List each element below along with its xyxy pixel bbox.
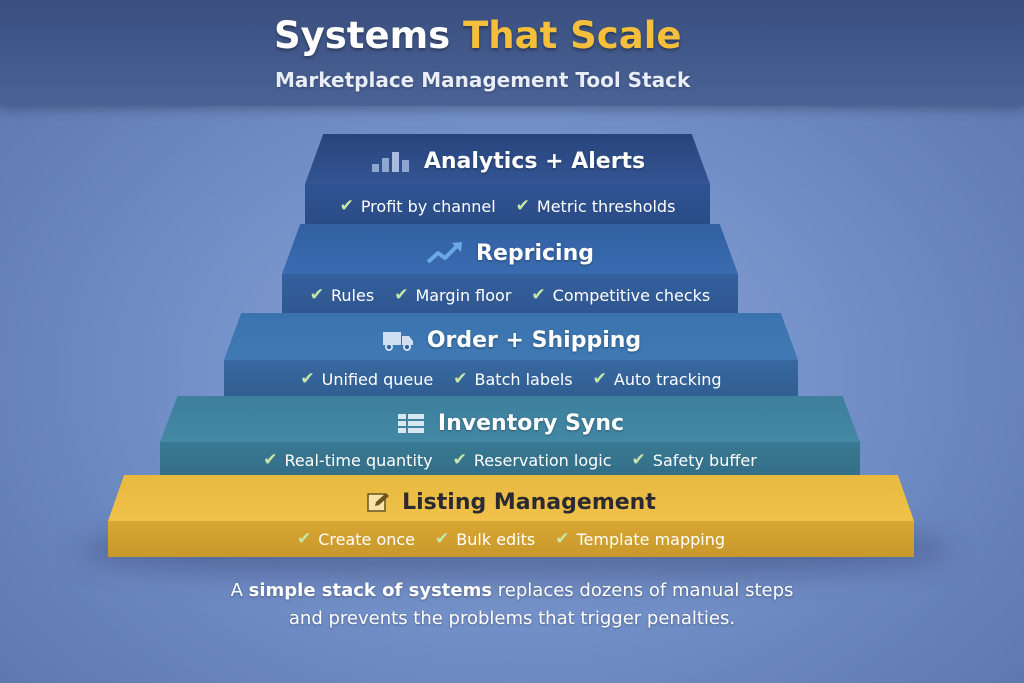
tier-analytics-items: ✔ Profit by channel ✔ Metric thresholds bbox=[305, 194, 710, 218]
item-label: Batch labels bbox=[474, 369, 573, 389]
tier-analytics-top bbox=[305, 134, 710, 184]
item-label: Reservation logic bbox=[473, 450, 612, 470]
page-title: Systems That Scale bbox=[274, 14, 682, 57]
tier-analytics: Analytics + Alerts ✔ Profit by channel ✔ M… bbox=[305, 134, 710, 226]
check-icon: ✔ bbox=[394, 285, 409, 305]
edit-icon bbox=[366, 491, 390, 513]
list-item: ✔ Margin floor bbox=[394, 285, 511, 305]
tier-order-shipping-top bbox=[224, 313, 798, 360]
list-item: ✔ Bulk edits bbox=[435, 529, 535, 549]
list-item: ✔ Auto tracking bbox=[593, 369, 722, 389]
list-item: ✔ Unified queue bbox=[300, 369, 433, 389]
item-label: Template mapping bbox=[576, 529, 726, 549]
check-icon: ✔ bbox=[339, 196, 354, 216]
check-icon: ✔ bbox=[515, 196, 530, 216]
check-icon: ✔ bbox=[309, 285, 325, 305]
item-label: Unified queue bbox=[321, 369, 434, 389]
title-main: Systems bbox=[274, 14, 451, 57]
tier-order-shipping-items: ✔ Unified queue ✔ Batch labels ✔ Auto track… bbox=[224, 367, 798, 391]
list-item: ✔ Real-time quantity bbox=[263, 450, 432, 470]
tier-repricing-items: ✔ Rules ✔ Margin floor ✔ Competitive checks bbox=[282, 283, 738, 307]
check-icon: ✔ bbox=[452, 450, 467, 470]
tier-order-shipping-band bbox=[224, 360, 798, 399]
check-icon: ✔ bbox=[300, 369, 315, 389]
list-item: ✔ Metric thresholds bbox=[516, 196, 676, 216]
tier-inventory-label: Inventory Sync bbox=[437, 410, 625, 436]
list-item: ✔ Competitive checks bbox=[531, 285, 710, 305]
item-label: Metric thresholds bbox=[536, 196, 676, 216]
item-label: Bulk edits bbox=[456, 529, 536, 549]
tier-listing-top bbox=[108, 475, 914, 521]
list-item: ✔ Rules bbox=[310, 285, 374, 305]
tier-inventory-band bbox=[160, 442, 860, 478]
tier-analytics-title: Analytics + Alerts bbox=[305, 146, 710, 176]
list-icon bbox=[396, 412, 426, 434]
list-item: ✔ Template mapping bbox=[555, 529, 725, 549]
caption-line-2: and prevents the problems that trigger p… bbox=[288, 608, 736, 629]
tier-analytics-label: Analytics + Alerts bbox=[423, 148, 646, 174]
header-banner: Systems That Scale Marketplace Managemen… bbox=[0, 0, 1024, 106]
check-icon: ✔ bbox=[531, 285, 546, 305]
check-icon: ✔ bbox=[631, 450, 646, 470]
tier-repricing-label: Repricing bbox=[476, 240, 594, 266]
caption-prefix: A bbox=[230, 580, 249, 601]
item-label: Create once bbox=[318, 529, 416, 549]
caption-suffix: replaces dozens of manual steps bbox=[492, 580, 794, 601]
item-label: Margin floor bbox=[415, 285, 512, 305]
item-label: Competitive checks bbox=[552, 285, 711, 305]
item-label: Auto tracking bbox=[613, 369, 722, 389]
item-label: Rules bbox=[331, 285, 375, 305]
tier-order-shipping-title: Order + Shipping bbox=[224, 325, 798, 355]
item-label: Profit by channel bbox=[360, 196, 496, 216]
tier-order-shipping: Order + Shipping ✔ Unified queue ✔ Batch l… bbox=[224, 313, 798, 399]
tier-order-shipping-label: Order + Shipping bbox=[426, 327, 642, 353]
caption-line-1: A simple stack of systems replaces dozen… bbox=[0, 580, 1024, 601]
tier-repricing: Repricing ✔ Rules ✔ Margin floor ✔ Competit… bbox=[282, 224, 738, 316]
list-item: ✔ Batch labels bbox=[453, 369, 572, 389]
trend-up-icon bbox=[426, 240, 464, 266]
tier-listing-items: ✔ Create once ✔ Bulk edits ✔ Template mappi… bbox=[108, 527, 914, 551]
tier-listing: Listing Management ✔ Create once ✔ Bulk ed… bbox=[108, 475, 914, 557]
item-label: Safety buffer bbox=[652, 450, 757, 470]
tier-inventory-top bbox=[160, 396, 860, 442]
tier-listing-band bbox=[108, 521, 914, 557]
check-icon: ✔ bbox=[592, 369, 607, 389]
truck-icon bbox=[381, 328, 415, 352]
check-icon: ✔ bbox=[263, 450, 278, 470]
tier-listing-label: Listing Management bbox=[402, 489, 656, 515]
list-item: ✔ Reservation logic bbox=[453, 450, 612, 470]
tier-repricing-band bbox=[282, 274, 738, 316]
bar-chart-icon bbox=[370, 148, 412, 174]
check-icon: ✔ bbox=[296, 529, 312, 549]
tier-listing-title: Listing Management bbox=[108, 487, 914, 517]
tier-inventory-items: ✔ Real-time quantity ✔ Reservation logic ✔… bbox=[160, 448, 860, 472]
tier-inventory: Inventory Sync ✔ Real-time quantity ✔ Rese… bbox=[160, 396, 860, 478]
check-icon: ✔ bbox=[435, 529, 450, 549]
check-icon: ✔ bbox=[453, 369, 468, 389]
tier-inventory-title: Inventory Sync bbox=[160, 408, 860, 438]
tier-repricing-title: Repricing bbox=[282, 238, 738, 268]
list-item: ✔ Safety buffer bbox=[632, 450, 757, 470]
list-item: ✔ Profit by channel bbox=[340, 196, 496, 216]
title-accent: That Scale bbox=[463, 14, 682, 57]
check-icon: ✔ bbox=[555, 529, 570, 549]
caption-bold: simple stack of systems bbox=[248, 580, 493, 601]
list-item: ✔ Create once bbox=[297, 529, 415, 549]
tier-repricing-top bbox=[282, 224, 738, 274]
item-label: Real-time quantity bbox=[284, 450, 433, 470]
tier-analytics-band bbox=[305, 184, 710, 226]
page-subtitle: Marketplace Management Tool Stack bbox=[275, 68, 691, 92]
